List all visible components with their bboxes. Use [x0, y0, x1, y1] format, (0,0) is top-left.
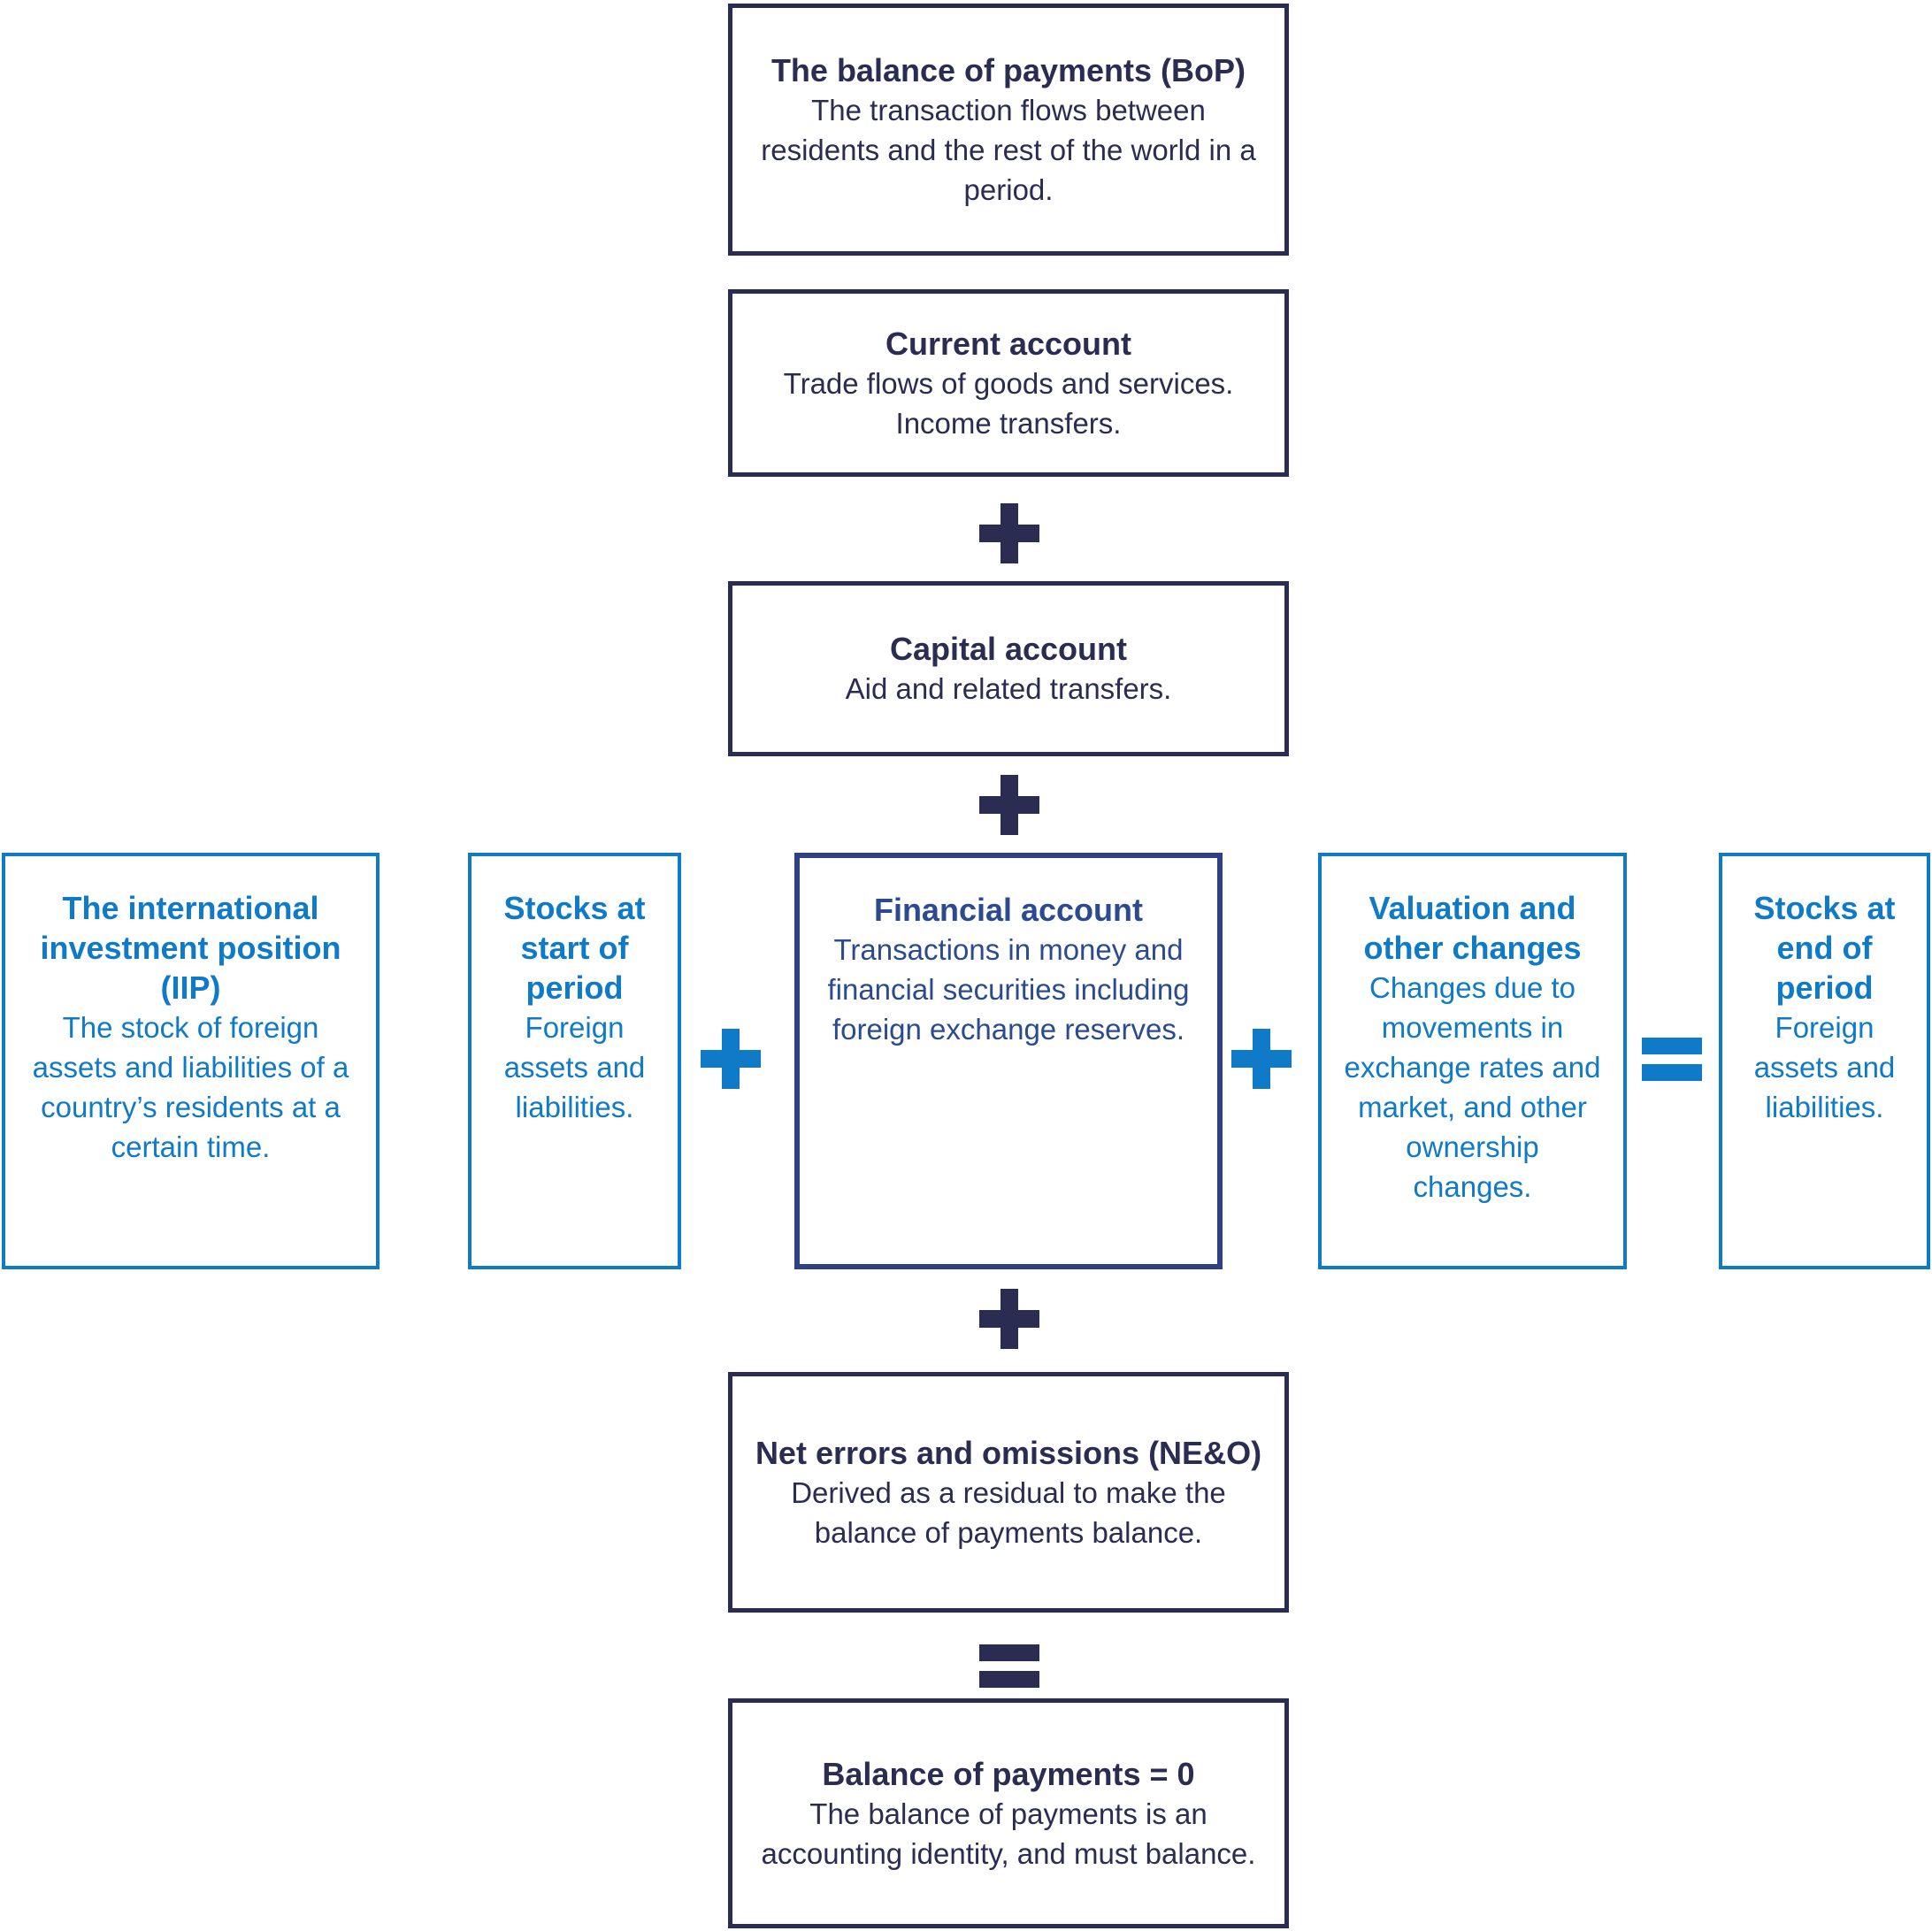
box-capital-account: Capital account Aid and related transfer… [728, 581, 1289, 756]
equals-icon [979, 1644, 1039, 1688]
box-body: Foreign assets and liabilities. [503, 1011, 646, 1123]
box-body: Derived as a residual to make the balanc… [791, 1475, 1226, 1549]
box-title: Current account [885, 325, 1132, 362]
box-body: Trade flows of goods and services. Incom… [783, 366, 1234, 440]
box-title: Valuation and other changes [1363, 890, 1582, 966]
box-title: Capital account [889, 631, 1128, 667]
box-body: The balance of payments is an accounting… [761, 1797, 1256, 1870]
plus-icon [979, 1289, 1039, 1349]
plus-icon [979, 503, 1039, 563]
box-body: Foreign assets and liabilities. [1753, 1011, 1896, 1123]
box-body: Changes due to movements in exchange rat… [1344, 971, 1601, 1203]
box-international-investment-position: The international investment position (I… [2, 853, 380, 1269]
box-title: Stocks at end of period [1753, 890, 1896, 1006]
box-net-errors-and-omissions: Net errors and omissions (NE&O) Derived … [728, 1372, 1289, 1613]
box-title: Stocks at start of period [503, 890, 646, 1006]
box-stocks-at-end: Stocks at end of period Foreign assets a… [1719, 853, 1930, 1269]
box-title: The balance of payments (BoP) [770, 51, 1246, 88]
box-title: Net errors and omissions (NE&O) [755, 1434, 1262, 1471]
box-body: The transaction flows between residents … [761, 93, 1256, 206]
box-stocks-at-start: Stocks at start of period Foreign assets… [468, 853, 681, 1269]
plus-icon [701, 1029, 761, 1089]
box-balance-of-payments: The balance of payments (BoP) The transa… [728, 4, 1289, 256]
box-body: Transactions in money and financial secu… [827, 933, 1190, 1046]
box-title: The international investment position (I… [40, 890, 341, 1006]
box-body: Aid and related transfers. [845, 672, 1172, 705]
box-title: Balance of payments = 0 [822, 1755, 1195, 1792]
box-body: The stock of foreign assets and liabilit… [32, 1011, 349, 1163]
equals-icon [1642, 1038, 1702, 1081]
box-current-account: Current account Trade flows of goods and… [728, 289, 1289, 477]
box-valuation-and-other-changes: Valuation and other changes Changes due … [1318, 853, 1627, 1269]
box-title: Financial account [873, 892, 1144, 928]
plus-icon [1231, 1029, 1292, 1089]
plus-icon [979, 775, 1039, 835]
box-financial-account: Financial account Transactions in money … [794, 853, 1223, 1269]
box-balance-equals-zero: Balance of payments = 0 The balance of p… [728, 1698, 1289, 1928]
